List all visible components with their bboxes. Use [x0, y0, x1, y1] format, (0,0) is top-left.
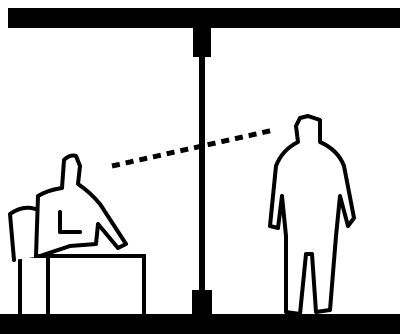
sight-line	[112, 130, 274, 166]
standing-person	[270, 116, 354, 314]
ceiling-beam	[8, 8, 400, 28]
vertical-pole	[192, 27, 212, 315]
seated-person	[10, 156, 126, 261]
desk	[20, 256, 144, 316]
